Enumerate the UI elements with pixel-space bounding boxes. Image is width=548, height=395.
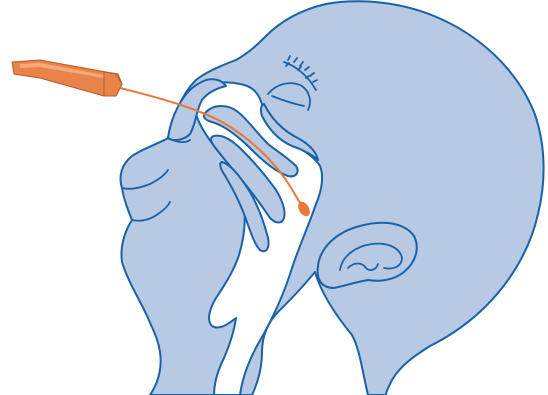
head-silhouette: [120, 1, 543, 395]
swab-handle-cap: [104, 72, 122, 96]
